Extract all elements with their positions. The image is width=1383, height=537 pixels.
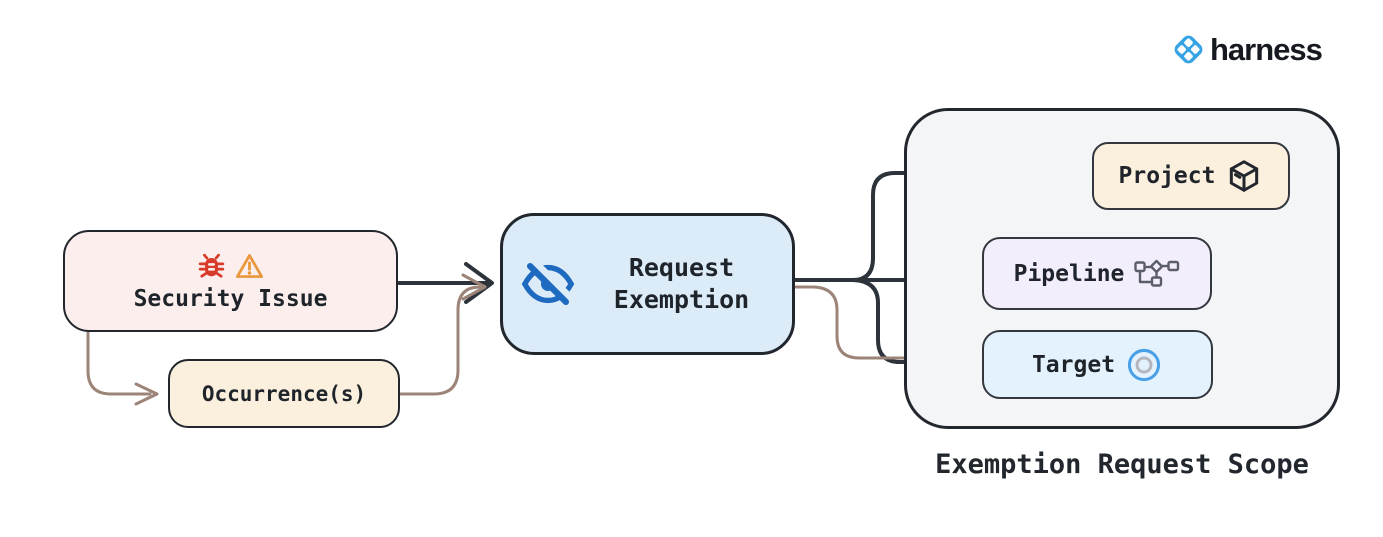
occurrences-label: Occurrence(s): [201, 381, 367, 406]
project-node: Project: [1092, 142, 1290, 210]
target-node: Target: [982, 330, 1213, 399]
pipeline-label: Pipeline: [1013, 260, 1125, 287]
eye-slash-icon: [521, 257, 575, 306]
security-issue-icons: [196, 251, 265, 282]
brand-wordmark: harness: [1210, 31, 1323, 67]
warning-triangle-icon: [236, 253, 263, 278]
security-issue-node: Security Issue: [63, 230, 398, 332]
pipeline-node: Pipeline: [982, 237, 1212, 310]
request-exemption-label: Request Exemption: [613, 253, 750, 314]
bug-icon: [198, 253, 225, 278]
harness-logo: harness: [1170, 31, 1323, 68]
exemption-scope-title: Exemption Request Scope: [935, 449, 1309, 480]
target-label: Target: [1031, 351, 1116, 378]
pipeline-nodes-icon: [1134, 259, 1180, 287]
occurrences-node: Occurrence(s): [168, 359, 400, 428]
request-exemption-node: Request Exemption: [500, 213, 795, 355]
package-cube-icon: [1230, 160, 1259, 192]
project-label: Project: [1118, 163, 1216, 189]
security-issue-label: Security Issue: [133, 285, 328, 312]
target-circles-icon: [1127, 348, 1161, 381]
harness-diamond-icon: [1174, 35, 1203, 64]
